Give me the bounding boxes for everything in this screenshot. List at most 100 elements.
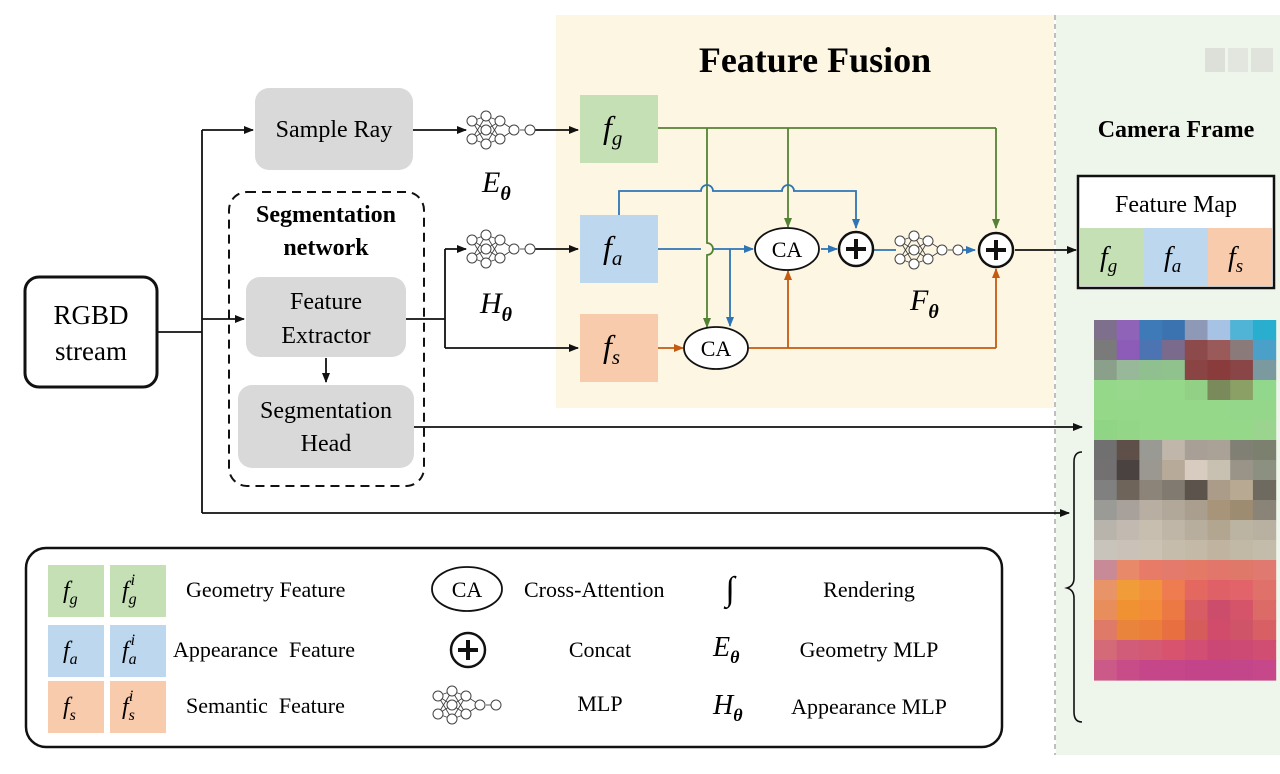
- concat-op-second: [977, 231, 1015, 269]
- feature-map-geometry-cell: [1080, 228, 1144, 286]
- mosaic-tile: [1162, 420, 1186, 441]
- mosaic-tile: [1139, 480, 1163, 501]
- mosaic-tile: [1252, 320, 1277, 341]
- mosaic-tile: [1094, 340, 1118, 361]
- mosaic-tile: [1252, 600, 1277, 621]
- mosaic-tile: [1207, 620, 1231, 641]
- legend-semantic-fi: fsi: [122, 688, 135, 724]
- mosaic-tile: [1162, 340, 1186, 361]
- mosaic-tile: [1184, 520, 1209, 541]
- mosaic-tile: [1162, 540, 1186, 561]
- mosaic-tile: [1230, 360, 1254, 381]
- feature-map-title: Feature Map: [1115, 192, 1237, 218]
- mosaic-tile: [1252, 620, 1277, 641]
- legend-semantic-swatch: [48, 681, 104, 733]
- mosaic-tile: [1252, 560, 1277, 581]
- mosaic-tile: [1184, 660, 1209, 681]
- legend-h-label: Appearance MLP: [791, 694, 947, 719]
- mosaic-tile: [1139, 400, 1163, 421]
- mosaic-tile: [1094, 380, 1118, 401]
- mosaic-tile: [1139, 360, 1163, 381]
- mosaic-tile: [1252, 400, 1277, 421]
- mosaic-tile: [1207, 560, 1231, 581]
- mosaic-tile: [1162, 600, 1186, 621]
- legend-ca-symbol: CA: [452, 577, 483, 602]
- legend-appearance-swatch: [48, 625, 104, 677]
- mosaic-tile: [1230, 460, 1254, 481]
- pixelated-image-stack: [1094, 320, 1277, 681]
- mosaic-tile: [1184, 580, 1209, 601]
- mosaic-tile: [1139, 540, 1163, 561]
- feature-map-appearance-cell: [1144, 228, 1208, 286]
- mosaic-tile: [1207, 580, 1231, 601]
- feature-extractor-label-line1: Feature: [290, 289, 362, 315]
- mosaic-tile: [1207, 420, 1231, 441]
- mosaic-tile: [1230, 560, 1254, 581]
- legend-geometry-fi: fgi: [122, 572, 137, 608]
- mosaic-tile: [1116, 480, 1140, 501]
- mosaic-tile: [1116, 580, 1140, 601]
- mosaic-tile: [1230, 520, 1254, 541]
- mosaic-tile: [1116, 380, 1140, 401]
- h-theta-symbol: Hθ: [479, 287, 513, 326]
- legend-h-theta: Hθ: [712, 690, 743, 725]
- mosaic-tile: [1207, 460, 1231, 481]
- cross-attention-op-top: [754, 227, 820, 271]
- mosaic-tile: [1252, 640, 1277, 661]
- feature-map-fs: fs: [1228, 242, 1243, 277]
- mosaic-tile: [1207, 360, 1231, 381]
- mosaic-tile: [1162, 400, 1186, 421]
- mosaic-tile: [1116, 440, 1140, 461]
- mosaic-tile: [1094, 440, 1118, 461]
- mosaic-tile: [1184, 620, 1209, 641]
- mosaic-tile: [1094, 540, 1118, 561]
- mosaic-tile: [1230, 600, 1254, 621]
- e-theta-symbol: Eθ: [481, 166, 511, 205]
- mosaic-tile: [1207, 600, 1231, 621]
- mosaic-tile: [1162, 480, 1186, 501]
- feature-extractor-label-line2: Extractor: [281, 323, 370, 349]
- legend-geometry-swatch: [48, 565, 104, 617]
- segmentation-network-box: [228, 191, 425, 487]
- mosaic-tile: [1116, 560, 1140, 581]
- rgbd-stream-label-line1: RGBD: [53, 300, 128, 330]
- mosaic-tile: [1184, 600, 1209, 621]
- fusion-title: Feature Fusion: [699, 40, 931, 80]
- mosaic-tile: [1162, 360, 1186, 381]
- legend-mlp-label: MLP: [577, 691, 622, 716]
- mosaic-tile: [1116, 520, 1140, 541]
- mosaic-tile: [1094, 360, 1118, 381]
- mosaic-tile: [1230, 580, 1254, 601]
- legend-appearance-f: fa: [63, 638, 78, 668]
- mosaic-tile: [1162, 580, 1186, 601]
- mosaic-tile: [1230, 400, 1254, 421]
- mosaic-tile: [1207, 540, 1231, 561]
- mosaic-tile: [1207, 500, 1231, 521]
- mosaic-tile: [1230, 320, 1254, 341]
- mosaic-tile: [1252, 480, 1277, 501]
- legend-box: [24, 546, 1004, 749]
- mosaic-tile: [1139, 420, 1163, 441]
- appearance-mlp-icon: [466, 229, 536, 269]
- semantic-feature-box: [580, 314, 658, 382]
- segmentation-network-title-line1: Segmentation: [256, 202, 396, 228]
- mosaic-tile: [1162, 520, 1186, 541]
- segmentation-head-block: [238, 385, 414, 468]
- mosaic-tile: [1184, 340, 1209, 361]
- appearance-feature-box: [580, 215, 658, 283]
- appearance-flow-lines: [618, 184, 976, 327]
- geometry-feature-box: [580, 95, 658, 163]
- mosaic-tile: [1230, 640, 1254, 661]
- mosaic-tile: [1184, 560, 1209, 581]
- mosaic-tile: [1094, 560, 1118, 581]
- mosaic-tile: [1116, 540, 1140, 561]
- mosaic-tile: [1116, 640, 1140, 661]
- mosaic-tile: [1252, 420, 1277, 441]
- feature-map-semantic-cell: [1208, 228, 1272, 286]
- feature-map-fg: fg: [1100, 242, 1117, 277]
- mosaic-tile: [1094, 660, 1118, 681]
- mosaic-tile: [1162, 640, 1186, 661]
- mosaic-tile: [1139, 620, 1163, 641]
- mosaic-tile: [1116, 620, 1140, 641]
- mosaic-tile: [1184, 440, 1209, 461]
